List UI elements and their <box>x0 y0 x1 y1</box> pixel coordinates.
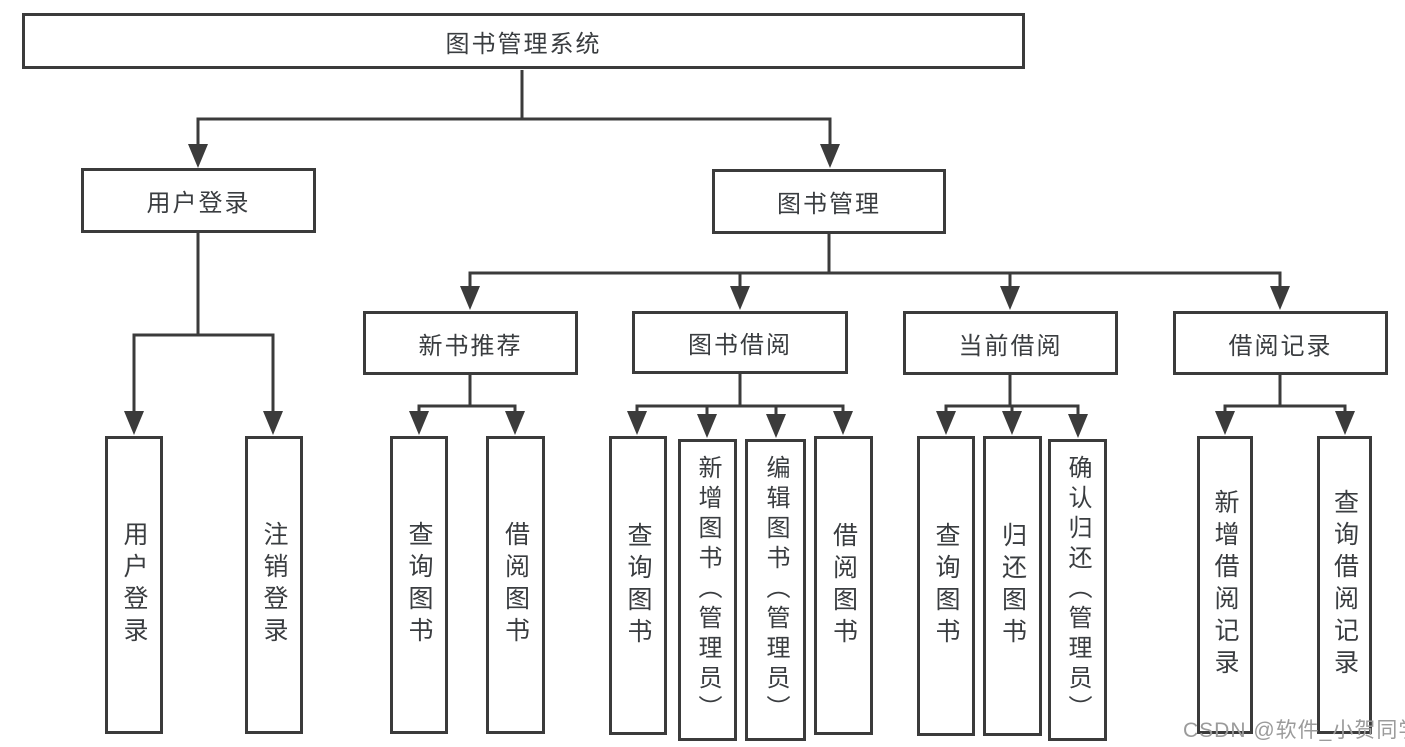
csdn-watermark: CSDN @软件_小贺同学 <box>1183 719 1405 742</box>
leaf-records-query-borrow-record: 查询借阅记录 <box>1317 436 1372 734</box>
leaf-borrow-borrow-books: 借阅图书 <box>814 436 873 735</box>
node-book-borrow: 图书借阅 <box>632 311 848 374</box>
connector-user-login-children <box>124 233 283 435</box>
leaf-borrow-query-books: 查询图书 <box>609 436 667 735</box>
connector-book-borrow-children <box>627 374 853 438</box>
leaf-newbook-query-books: 查询图书 <box>390 436 448 734</box>
leaf-records-add-borrow-record: 新增借阅记录 <box>1197 436 1253 734</box>
connector-new-book-children <box>409 375 525 435</box>
connector-borrow-records-children <box>1215 375 1355 435</box>
leaf-current-query-books: 查询图书 <box>917 436 975 736</box>
leaf-newbook-borrow-books: 借阅图书 <box>486 436 545 734</box>
connector-root-to-level2 <box>188 70 840 168</box>
leaf-current-return-books: 归还图书 <box>983 436 1042 736</box>
node-borrow-records: 借阅记录 <box>1173 311 1388 375</box>
leaf-borrow-add-books-admin: 新增图书（管理员） <box>678 439 737 741</box>
node-user-login: 用户登录 <box>81 168 316 233</box>
node-new-book-recommend: 新书推荐 <box>363 311 578 375</box>
node-current-borrow: 当前借阅 <box>903 311 1118 375</box>
connector-book-mgmt-sections <box>460 234 1290 310</box>
leaf-logout-login: 注销登录 <box>245 436 303 734</box>
node-book-management: 图书管理 <box>712 169 946 234</box>
node-library-system-root: 图书管理系统 <box>22 13 1025 69</box>
connector-current-borrow-children <box>936 375 1088 438</box>
leaf-borrow-edit-books-admin: 编辑图书（管理员） <box>745 439 806 741</box>
leaf-user-login: 用户登录 <box>105 436 163 734</box>
leaf-current-confirm-return-admin: 确认归还（管理员） <box>1048 439 1107 741</box>
